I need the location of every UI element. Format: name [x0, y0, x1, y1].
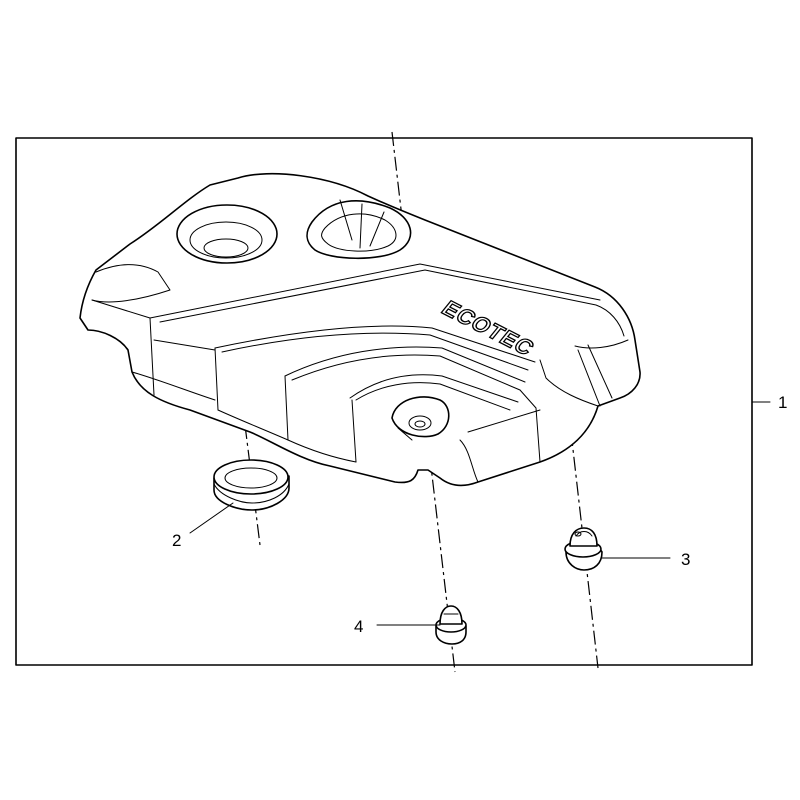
callout-3: 3	[681, 550, 690, 569]
grommet-insulator	[564, 527, 603, 571]
engine-cover: ECOTEC	[79, 172, 641, 487]
mounting-boss	[391, 396, 450, 441]
recessed-opening	[306, 199, 412, 260]
callout-1: 1	[778, 393, 787, 412]
callout-2: 2	[172, 531, 181, 550]
oil-fill-opening	[176, 204, 278, 264]
callout-4: 4	[354, 617, 363, 636]
grommet-small	[435, 605, 467, 645]
leader-lines	[189, 401, 771, 626]
diagram-frame	[15, 137, 753, 666]
grommet-ring	[213, 459, 290, 511]
